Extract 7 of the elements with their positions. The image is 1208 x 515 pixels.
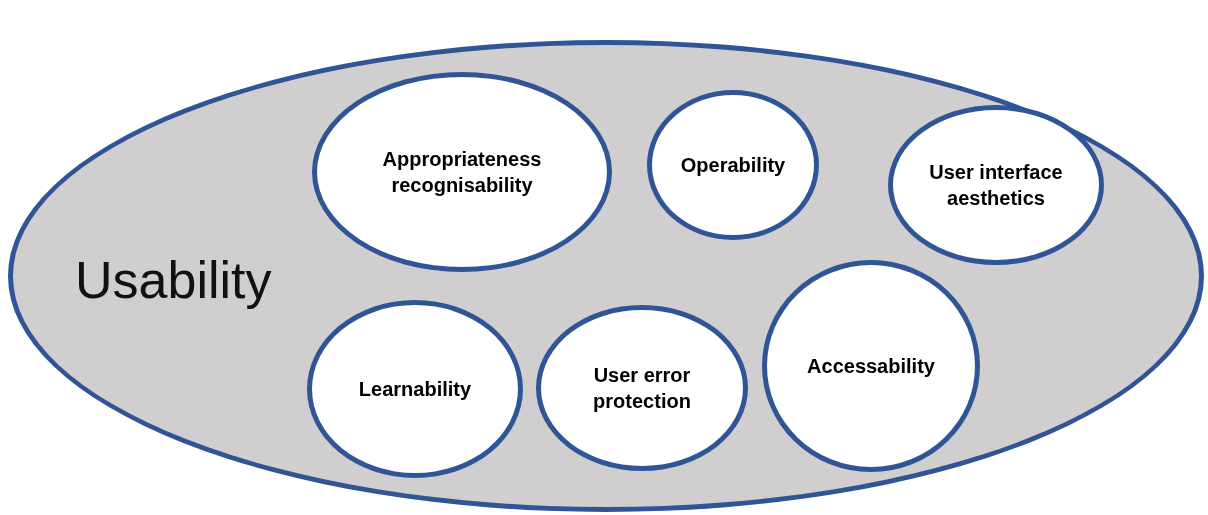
subcategory-label: Accessability	[806, 354, 936, 379]
subcategory-label: Learnability	[357, 377, 473, 402]
subcategory-label: Appropriateness recognisability	[381, 147, 543, 198]
subcategory-label: User interface aesthetics	[928, 160, 1064, 211]
subcategory-label: Operability	[679, 153, 787, 178]
category-label: Usability	[75, 250, 272, 310]
subcategory-label: User error protection	[592, 363, 692, 414]
